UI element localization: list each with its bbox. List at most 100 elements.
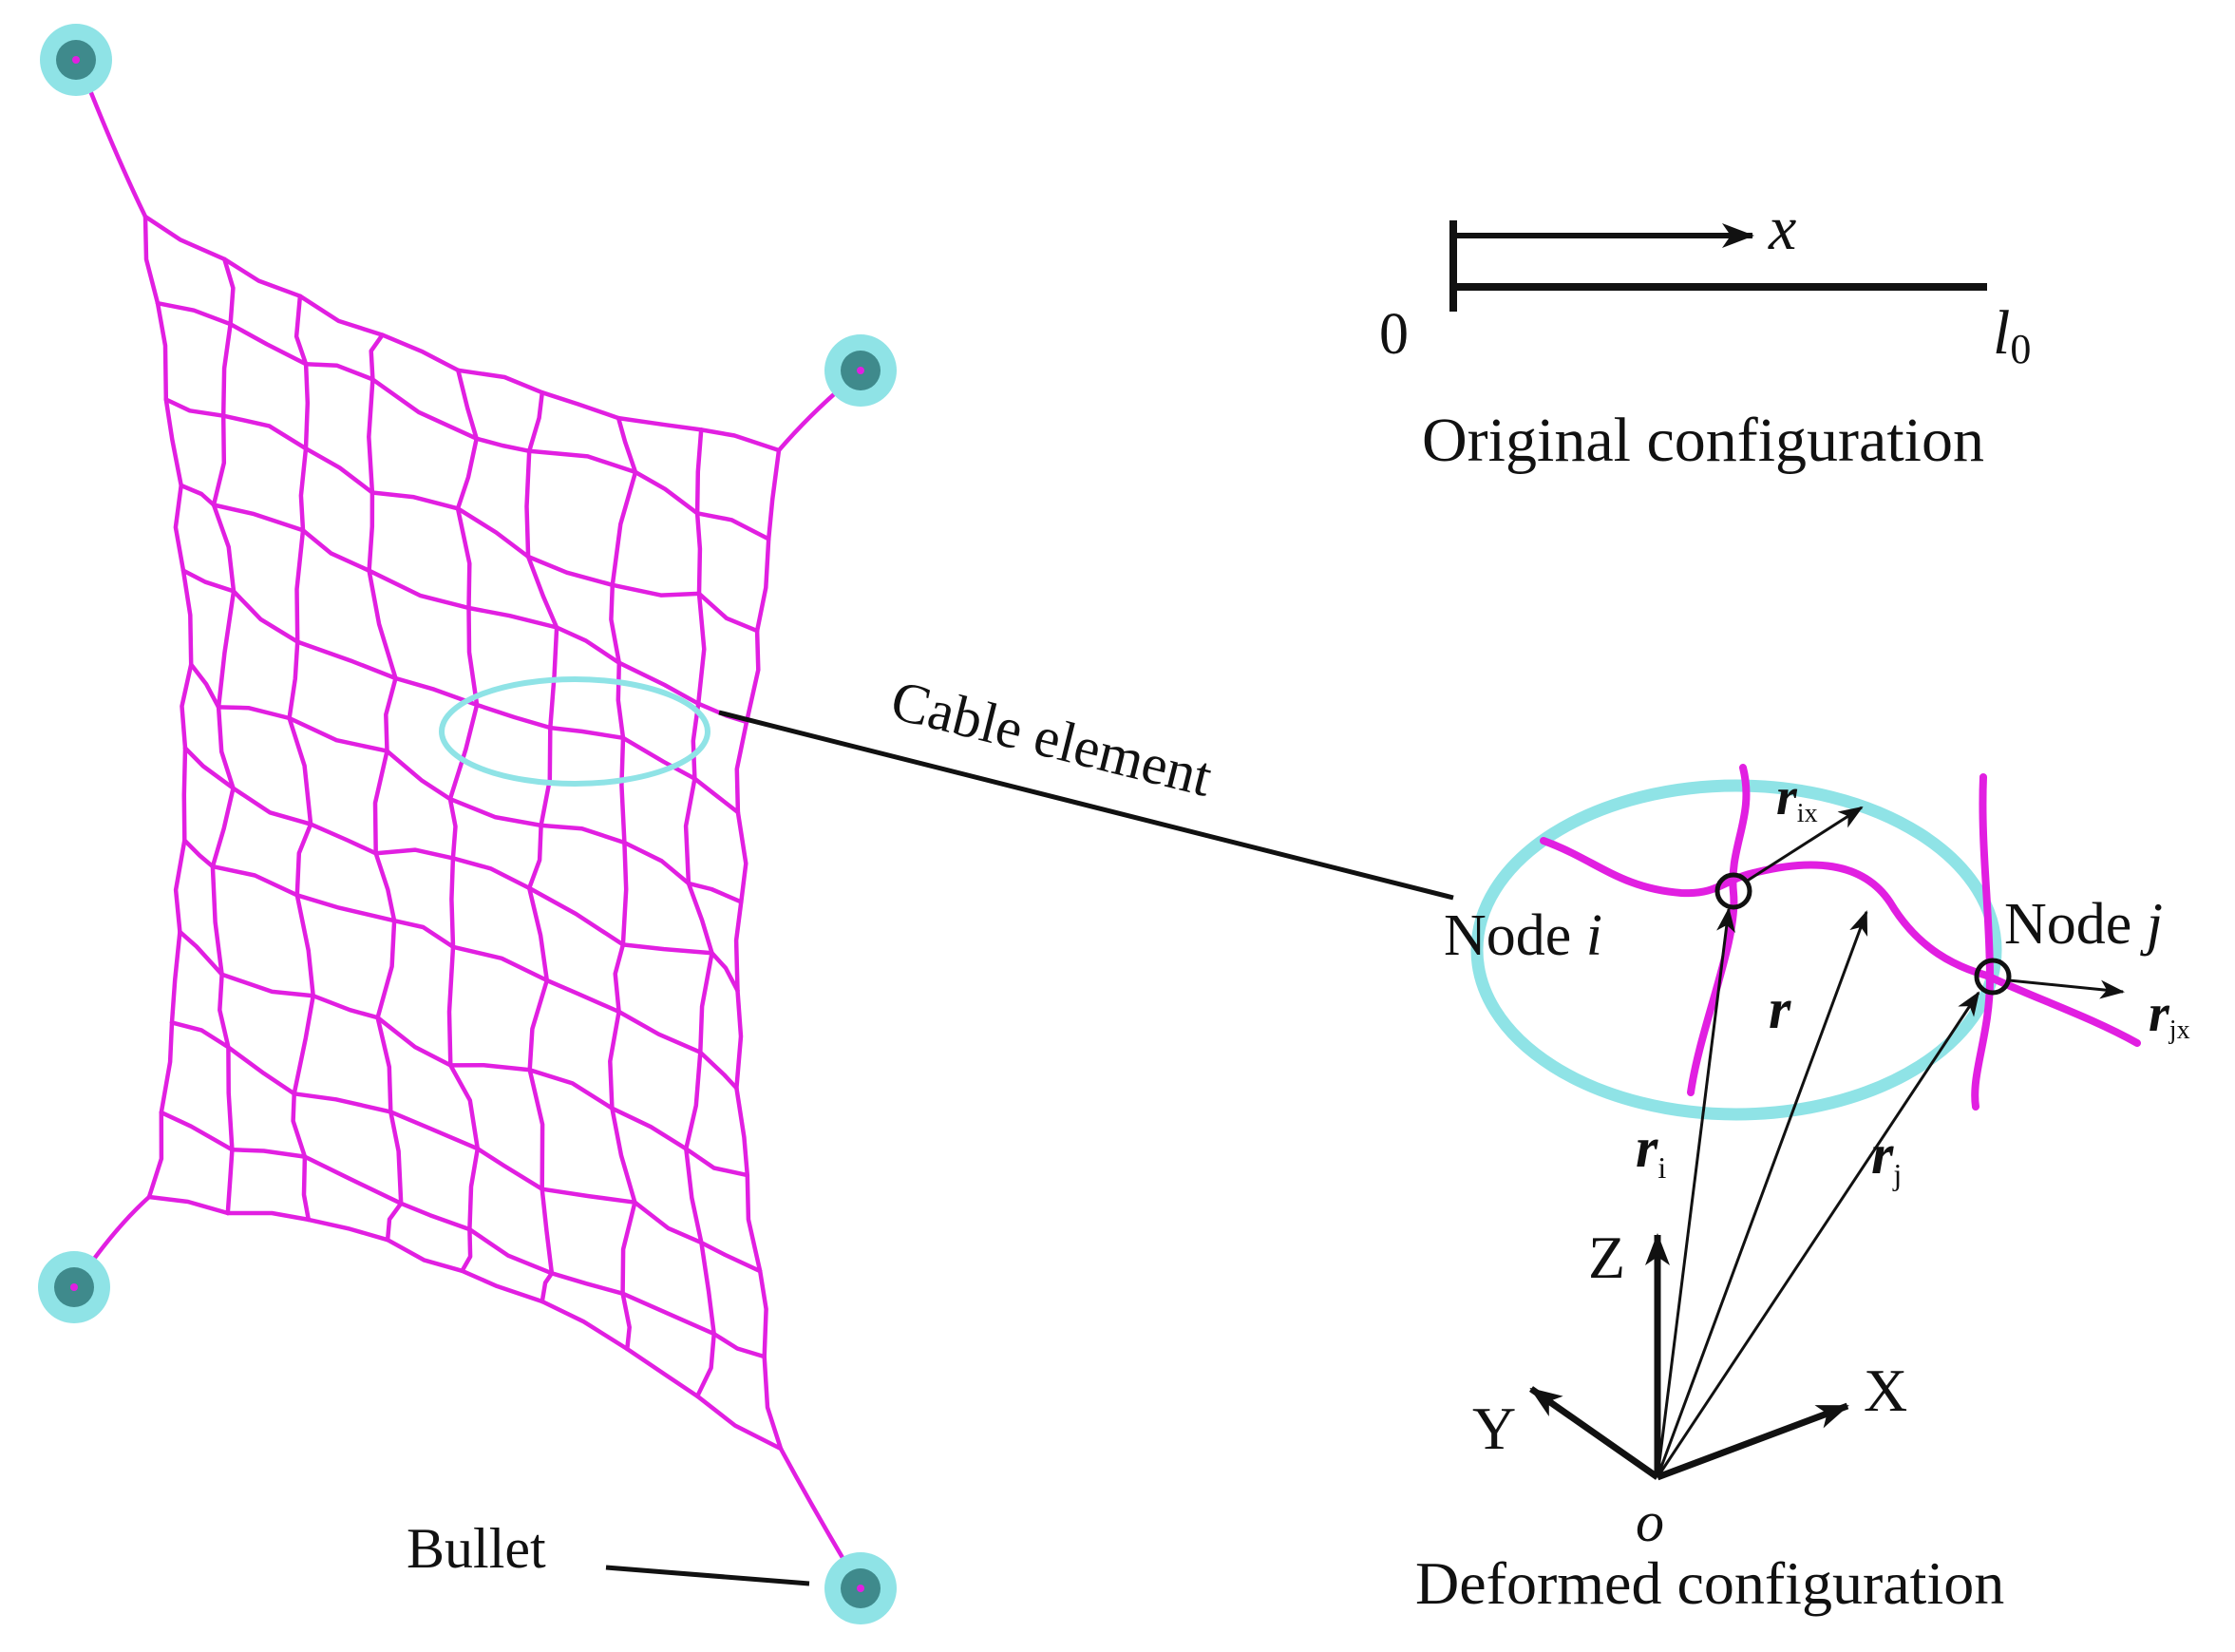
net-cable-horizontal	[222, 256, 303, 298]
net-cable-vertical	[524, 448, 532, 560]
net-cable-horizontal	[385, 749, 453, 802]
net-cable-vertical	[294, 294, 309, 367]
net-cable-horizontal	[231, 589, 300, 644]
net-cable-horizontal	[367, 568, 471, 611]
net-cable-vertical	[367, 490, 375, 573]
net-cable-horizontal	[692, 776, 741, 815]
net-cable-horizontal	[616, 415, 704, 432]
net-cable-vertical	[159, 1020, 175, 1115]
bullet-top-right	[824, 334, 897, 407]
net-cable-vertical	[698, 950, 714, 1054]
net-cable-vertical	[294, 528, 306, 644]
deformed-configuration-caption: Deformed configuration	[1415, 1549, 2004, 1617]
net-cable-vertical	[210, 864, 224, 977]
net-cable-vertical	[694, 511, 703, 597]
net-cable-vertical	[619, 735, 627, 845]
net-cable-horizontal	[620, 1291, 716, 1337]
r-ix-label: rix	[1776, 768, 1818, 828]
net-cable-horizontal	[448, 1062, 532, 1073]
net-cable-vertical	[211, 503, 237, 594]
net-cable-horizontal	[178, 929, 224, 977]
net-cable-horizontal	[616, 1009, 703, 1054]
net-cable-vertical	[211, 413, 227, 507]
net-cable-vertical	[734, 1086, 750, 1178]
net-cable-horizontal	[694, 1394, 784, 1452]
net-cable-horizontal	[303, 446, 375, 495]
net-cable-vertical	[540, 1187, 555, 1276]
cable-element-leader	[718, 710, 1454, 901]
bullets	[38, 24, 897, 1624]
original-x-label: x	[1768, 194, 1796, 263]
r-j-label: rj	[1871, 1123, 1902, 1191]
net-cable-vertical	[375, 1015, 393, 1114]
net-cable-vertical	[460, 1226, 473, 1274]
net-cable-vertical	[294, 822, 313, 898]
original-configuration-caption: Original configuration	[1422, 406, 1984, 475]
net-cable-horizontal	[540, 1187, 637, 1205]
net-cable-vertical	[180, 568, 194, 667]
net-cable-horizontal	[466, 605, 559, 630]
net-cable-vertical	[684, 1147, 704, 1245]
net-cable-horizontal	[231, 786, 313, 826]
net-cable-vertical	[447, 702, 480, 802]
net-cable-vertical	[448, 1063, 481, 1151]
net-cable-vertical	[455, 436, 479, 511]
net-cable-horizontal	[686, 881, 744, 904]
node-i-circle	[1714, 872, 1752, 910]
zoom-cable-segments	[1540, 764, 2141, 1111]
net-cable-horizontal	[620, 735, 697, 781]
net-cable-vertical	[375, 918, 397, 1020]
net-cable-horizontal	[544, 978, 621, 1015]
net-cable-horizontal	[455, 506, 531, 560]
net-cable-vertical	[220, 321, 233, 418]
net-cable-vertical	[455, 506, 472, 611]
net-cable-horizontal	[302, 1154, 404, 1206]
axis-Y-arrow	[1528, 1386, 1660, 1480]
net-cable-horizontal	[540, 1299, 630, 1352]
net-cable-vertical	[388, 1110, 404, 1206]
net-cable-vertical	[384, 675, 398, 753]
net-cable-vertical	[608, 1009, 621, 1111]
bullet-bottom-right	[824, 1552, 897, 1624]
original-zero-label: 0	[1379, 302, 1409, 367]
net-cable-horizontal	[684, 1147, 750, 1178]
net-cable-vertical	[754, 537, 771, 634]
net-cable-vertical	[610, 469, 638, 588]
net-cable-vertical	[527, 978, 550, 1073]
net-cable-vertical	[173, 483, 186, 573]
net-cable-horizontal	[225, 1210, 312, 1223]
net-cable-horizontal	[210, 864, 300, 898]
net-cable-vertical	[539, 725, 553, 828]
bullet-top-left	[40, 24, 112, 96]
net-cable-vertical	[620, 1291, 632, 1352]
net-cable-vertical	[467, 1146, 481, 1232]
net-cable-vertical	[146, 1110, 164, 1200]
net-cable-vertical	[142, 214, 161, 306]
net-cable-horizontal	[163, 397, 226, 418]
net-cable-vertical	[694, 1331, 716, 1398]
net-cable-vertical	[216, 589, 237, 710]
net-cable-horizontal	[375, 1015, 453, 1068]
axis-Z-label: Z	[1588, 1224, 1625, 1291]
net-cable-vertical	[691, 701, 701, 781]
net-cable-vertical	[369, 332, 385, 382]
bullet-leader	[605, 1565, 810, 1586]
net-cable-vertical	[548, 625, 559, 731]
r-j-vector	[1656, 991, 1980, 1478]
net-cable-vertical	[226, 1045, 235, 1152]
net-cable-vertical	[222, 256, 236, 327]
net-cable-horizontal	[620, 942, 714, 956]
net-cable-horizontal	[159, 1110, 235, 1152]
cable-element-highlight	[439, 676, 710, 787]
net-cable-horizontal	[306, 1217, 390, 1243]
net-cable-vertical	[291, 1092, 308, 1159]
net-cable-vertical	[163, 397, 183, 488]
net-cable-vertical	[526, 823, 543, 891]
net-cable-horizontal	[633, 1200, 704, 1245]
net-cable-horizontal	[526, 448, 638, 475]
net-cable-horizontal	[226, 1045, 296, 1096]
bullet-label: Bullet	[407, 1517, 546, 1580]
net-cable-vertical	[367, 568, 398, 681]
net-cable-horizontal	[527, 1068, 615, 1111]
original-length-label: l0	[1993, 298, 2031, 372]
